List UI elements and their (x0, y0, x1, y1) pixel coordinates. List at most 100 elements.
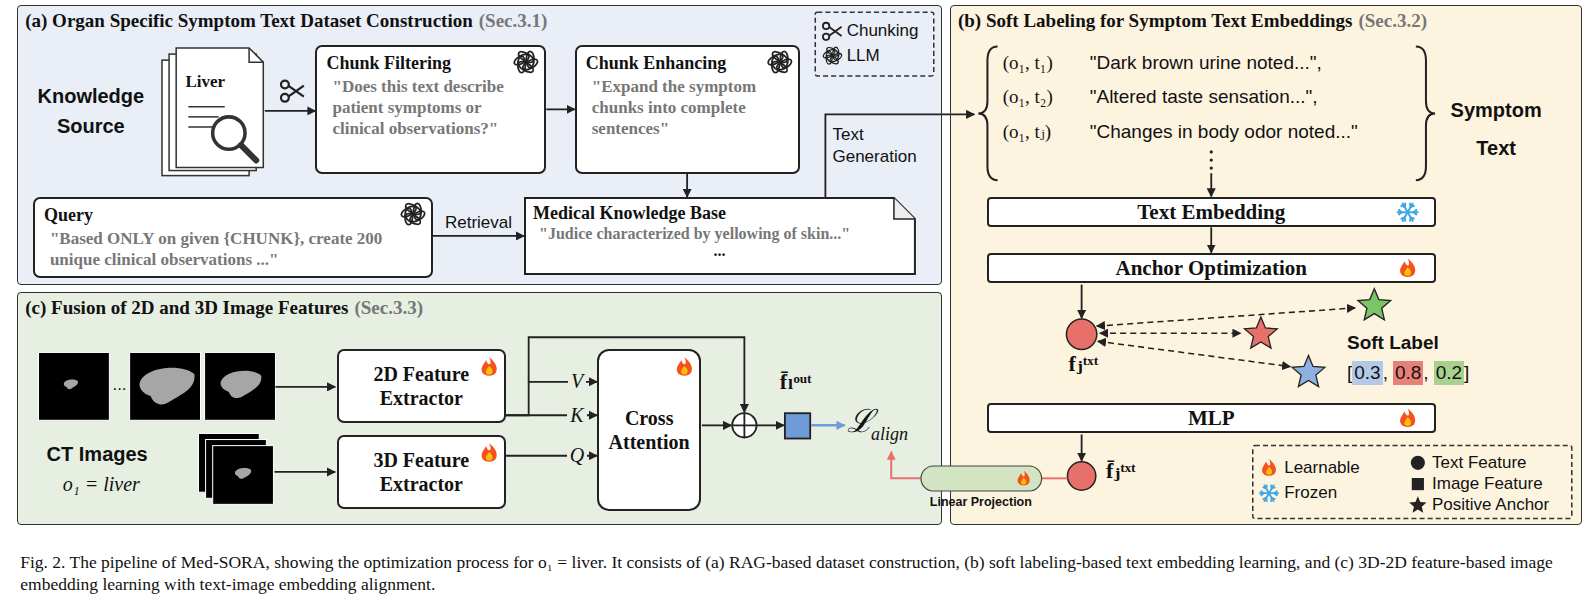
corner-fold (894, 198, 915, 219)
snowflake-branch (1401, 206, 1404, 207)
snowflake-branch (1411, 217, 1414, 218)
text-feature-dot (1067, 462, 1095, 490)
node-text: (Sec.3.3) (354, 297, 423, 318)
snowflake-branch (1404, 217, 1407, 220)
label-text: ℒ (847, 405, 874, 437)
label-text: ] (1464, 361, 1469, 385)
label-text: (o₁, tⱼ) (1003, 121, 1052, 144)
ellipsis-dot (1210, 150, 1213, 153)
flame-outer (677, 357, 692, 376)
node-graphic (339, 437, 504, 507)
folded-box (525, 198, 915, 274)
legend-text: LLM (847, 46, 880, 66)
snowflake-arm (1403, 212, 1408, 221)
edge-label: Retrieval (442, 213, 515, 233)
module-bar: Text Embedding (987, 197, 1436, 227)
legend-star (1409, 496, 1426, 512)
legend-text: Image Feature (1432, 474, 1543, 494)
label-text: Text Generation (832, 124, 932, 168)
sum-plus (732, 413, 756, 437)
scissors-icon (281, 81, 304, 102)
label-text: f̄ₗᵒᵘᵗ (780, 369, 812, 395)
ellipsis-dot (1210, 166, 1213, 169)
label-text: align (871, 424, 908, 446)
blade (829, 27, 842, 36)
connector-arrow (433, 235, 524, 237)
process-box: Query"Based ONLY on given {CHUNK}, creat… (33, 197, 433, 278)
extractor-box: 3D Feature Extractor (337, 435, 506, 509)
liver-region (235, 468, 251, 479)
panel-ground (950, 5, 1582, 525)
snowflake-branch (1274, 491, 1276, 493)
legend-box (1253, 446, 1572, 519)
flame-outer (1400, 258, 1415, 277)
llm-icon (822, 46, 843, 65)
snowflake-arm (1269, 485, 1274, 493)
llm-icon (513, 50, 540, 75)
llm-petal (400, 204, 418, 219)
handle (823, 34, 829, 40)
node-title: Chunk Filtering (326, 52, 535, 74)
llm-petal (766, 52, 784, 67)
figure-caption: Fig. 2. The pipeline of Med-SORA, showin… (20, 551, 1570, 595)
connector-arrow (546, 108, 574, 110)
node-graphic (599, 351, 699, 509)
node-title: Linear Projection (917, 495, 1046, 510)
illustration (38, 12, 1571, 518)
ct-slice (205, 352, 276, 420)
fire-icon (1400, 258, 1415, 277)
node-title: Liver (186, 72, 265, 92)
panel: (a) Organ Specific Symptom Text Dataset … (17, 5, 942, 285)
text-line (188, 116, 218, 118)
sum-symbol (732, 413, 756, 437)
node-graphic (162, 48, 265, 177)
document-pages (162, 48, 263, 176)
flame-inner (1266, 467, 1272, 475)
node-title: Chunk Enhancing (586, 52, 789, 74)
handle (823, 23, 829, 29)
flame-inner (1404, 267, 1411, 276)
flow-arrow (1081, 434, 1083, 460)
snowflake-branch (1414, 210, 1417, 212)
flame-inner (1021, 478, 1026, 485)
snowflake-branch (1272, 498, 1275, 499)
distance-arrow (1097, 308, 1355, 326)
edge-label: Q (567, 444, 587, 467)
flow-arrow (1081, 285, 1083, 318)
label-text: o₁ = liver (63, 472, 140, 496)
ct-slice (213, 446, 274, 505)
flame-outer (481, 357, 496, 376)
snowflake-branch (1261, 493, 1263, 495)
process-box: Chunk Filtering"Does this text describe … (315, 45, 546, 174)
label-text: (o₁, t₁) (1003, 52, 1053, 75)
label-text: 0.3 (1352, 361, 1382, 385)
distance-arrow (1100, 332, 1241, 334)
snowflake-arm (1408, 204, 1413, 213)
fire-icon (481, 357, 496, 376)
liver-region (64, 380, 78, 390)
document-icon: Liver (162, 48, 265, 177)
node-title: Cross Attention (607, 406, 691, 454)
node-title: 2D Feature Extractor (365, 362, 478, 410)
text-feature-dot (1066, 319, 1096, 349)
node-title: (b) Soft Labeling for Symptom Text Embed… (958, 10, 1353, 31)
legend-square (1412, 478, 1424, 490)
soft-label-vector: [0.3,0.8,0.2] (1347, 361, 1469, 385)
left-brace (978, 47, 997, 181)
flame-inner (681, 366, 688, 375)
handle (281, 81, 289, 89)
attention-box: Cross Attention (597, 349, 701, 511)
liver-region (140, 368, 195, 405)
database-box: Medical Knowledge Base"Judice characteri… (524, 197, 916, 275)
module-bar: Anchor Optimization (987, 253, 1436, 283)
snowflake-branch (1409, 204, 1412, 207)
label-text: "Altered taste sensation...", (1090, 86, 1318, 109)
anchor-star (1245, 317, 1278, 348)
flame-outer (1400, 408, 1415, 427)
panel-heading: (c) Fusion of 2D and 3D Image Features(S… (25, 297, 423, 319)
blade (829, 27, 842, 36)
edge-label: V (568, 370, 586, 393)
label-text: Soft Label (1347, 332, 1439, 355)
label-text: ... (112, 375, 126, 395)
page-fold (249, 48, 263, 62)
